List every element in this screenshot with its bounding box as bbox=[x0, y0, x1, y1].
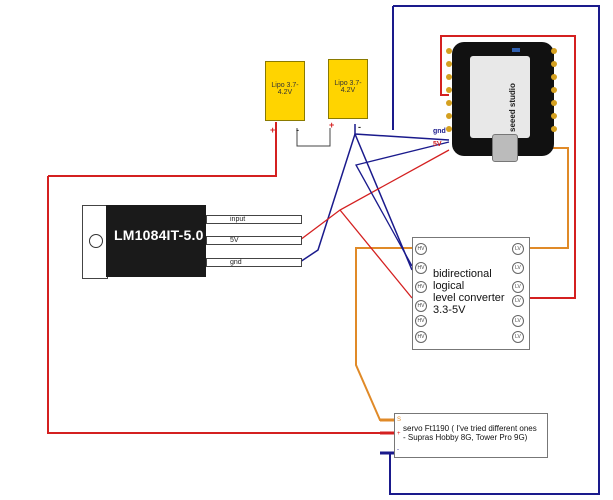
regulator-pin-gnd-label: gnd bbox=[230, 259, 242, 266]
level-converter-line-2: logical bbox=[433, 280, 465, 292]
servo-line-2: - Supras Hobby 8G, Tower Pro 9G) bbox=[403, 433, 528, 442]
lv-pad: LV bbox=[512, 331, 524, 343]
battery-2-minus: - bbox=[358, 122, 361, 132]
hv-pad: HV bbox=[415, 262, 427, 274]
hv-pad: HV bbox=[415, 243, 427, 255]
hv-pad: HV bbox=[415, 331, 427, 343]
wire-red-input-loop bbox=[47, 140, 393, 434]
wire-orange-xiao-lv bbox=[520, 147, 569, 249]
xiao-shield: seeed studio bbox=[470, 56, 530, 138]
hv-pad: HV bbox=[415, 281, 427, 293]
wire-navy-gnd-hv bbox=[355, 141, 450, 267]
regulator-pin-5v-label: 5V bbox=[230, 237, 239, 244]
regulator-pin-5v bbox=[206, 236, 302, 245]
battery-2-label: Lipo 3.7-4.2V bbox=[334, 80, 362, 94]
level-converter: bidirectional logical level converter 3.… bbox=[412, 237, 530, 350]
xiao-5v-label: 5V bbox=[433, 141, 442, 148]
lv-pad: LV bbox=[512, 315, 524, 327]
regulator-pin-input-label: input bbox=[230, 216, 246, 223]
battery-2: Lipo 3.7-4.2V bbox=[328, 59, 368, 119]
lv-pad: LV bbox=[512, 262, 524, 274]
wire-battery-link bbox=[296, 128, 331, 147]
servo-label: servo Ft1190 ( I've tried different ones… bbox=[403, 424, 537, 442]
battery-2-plus: + bbox=[329, 120, 335, 130]
level-converter-line-3: level converter bbox=[433, 292, 505, 304]
xiao-board: seeed studio bbox=[452, 42, 554, 162]
wire-red-5v-hv bbox=[339, 209, 413, 299]
xiao-brand: seeed studio bbox=[508, 83, 517, 132]
battery-1: Lipo 3.7-4.2V bbox=[265, 61, 305, 121]
servo-pin-s: S bbox=[397, 417, 402, 423]
usb-c-port bbox=[492, 134, 518, 162]
hv-pad: HV bbox=[415, 300, 427, 312]
lv-pad: LV bbox=[512, 281, 524, 293]
regulator-pin-input bbox=[206, 215, 302, 224]
lv-pad: LV bbox=[512, 243, 524, 255]
xiao-led bbox=[512, 48, 520, 52]
wire-orange-hv-servo bbox=[355, 247, 413, 421]
battery-1-label: Lipo 3.7-4.2V bbox=[271, 82, 299, 96]
level-converter-line-1: bidirectional bbox=[433, 268, 492, 280]
level-converter-label: bidirectional logical level converter 3.… bbox=[433, 268, 525, 316]
regulator-body: LM1084IT-5.0 bbox=[106, 205, 206, 277]
regulator-tab bbox=[82, 205, 108, 279]
regulator-label: LM1084IT-5.0 bbox=[114, 227, 204, 243]
battery-1-plus: + bbox=[270, 125, 276, 135]
wire-navy-outer bbox=[389, 5, 600, 495]
servo: servo Ft1190 ( I've tried different ones… bbox=[394, 413, 548, 458]
wire-red-xiao-lv bbox=[440, 35, 576, 299]
xiao-right-pads bbox=[551, 48, 559, 142]
lv-pad: LV bbox=[512, 295, 524, 307]
xiao-gnd-label: gnd bbox=[433, 128, 446, 135]
servo-pin-plus: + bbox=[397, 431, 401, 437]
servo-line-1: servo Ft1190 ( I've tried different ones bbox=[403, 424, 537, 433]
battery-1-minus: - bbox=[296, 125, 299, 135]
wire-navy-reg-gnd bbox=[299, 131, 413, 271]
servo-pin-minus: - bbox=[397, 447, 399, 453]
xiao-left-pads bbox=[446, 48, 454, 142]
regulator-pin-gnd bbox=[206, 258, 302, 267]
level-converter-line-4: 3.3-5V bbox=[433, 304, 466, 316]
wire-red-reg-5v bbox=[299, 149, 450, 241]
hv-pad: HV bbox=[415, 315, 427, 327]
regulator-mounting-hole bbox=[89, 234, 103, 248]
